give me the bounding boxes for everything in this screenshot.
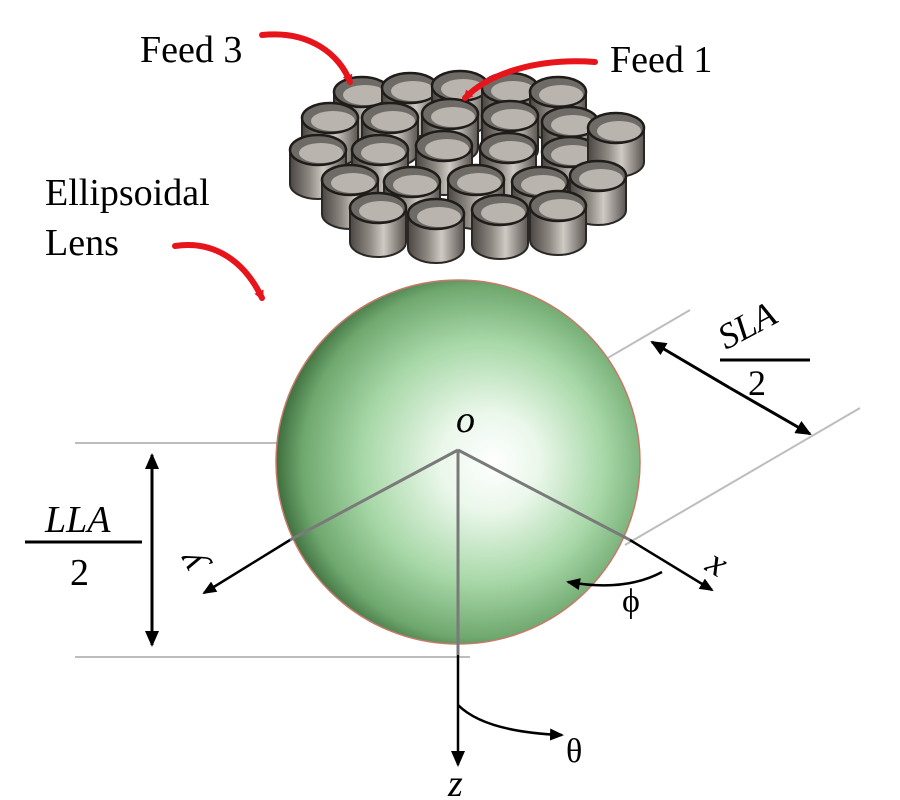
origin-label: o bbox=[456, 399, 475, 441]
ray-y bbox=[289, 448, 459, 542]
theta-arc bbox=[457, 704, 564, 741]
x-axis-label: x bbox=[698, 540, 735, 585]
feed1-label: Feed 1 bbox=[610, 39, 712, 81]
coordinate-axes bbox=[202, 538, 714, 767]
lla-denominator: 2 bbox=[70, 552, 89, 594]
feed3-pointer bbox=[259, 31, 353, 85]
phi-arc bbox=[566, 570, 663, 590]
lla-numerator: LLA bbox=[44, 499, 111, 541]
x-axis-arrow bbox=[629, 538, 714, 592]
origin-rays bbox=[289, 448, 631, 655]
sla-numerator: SLA bbox=[711, 293, 784, 357]
theta-label: θ bbox=[566, 733, 582, 770]
sla-dimension-arrow bbox=[650, 340, 731, 390]
feed-horn bbox=[348, 191, 408, 258]
sla-lower-guide bbox=[624, 407, 861, 546]
sla-denominator: 2 bbox=[748, 363, 766, 403]
ray-x bbox=[457, 448, 631, 542]
feed-horn bbox=[406, 197, 466, 264]
phi-label: ϕ bbox=[622, 583, 640, 620]
feed-horn bbox=[288, 133, 348, 200]
z-axis-label: z bbox=[447, 763, 463, 800]
feed1-pointer bbox=[462, 58, 598, 101]
sla-dimension-arrow-down bbox=[729, 386, 812, 436]
lens-label-line2: Lens bbox=[45, 222, 119, 264]
pointer-arrows bbox=[172, 31, 598, 301]
y-axis-label: y bbox=[167, 545, 214, 583]
feed3-label: Feed 3 bbox=[140, 29, 242, 71]
lens-pointer bbox=[172, 242, 265, 301]
dimension-arrows bbox=[25, 340, 812, 647]
lens-label-line1: Ellipsoidal bbox=[45, 172, 210, 214]
y-axis-arrow bbox=[202, 538, 291, 595]
feed-horn bbox=[528, 189, 588, 256]
feed-horn bbox=[470, 193, 530, 260]
